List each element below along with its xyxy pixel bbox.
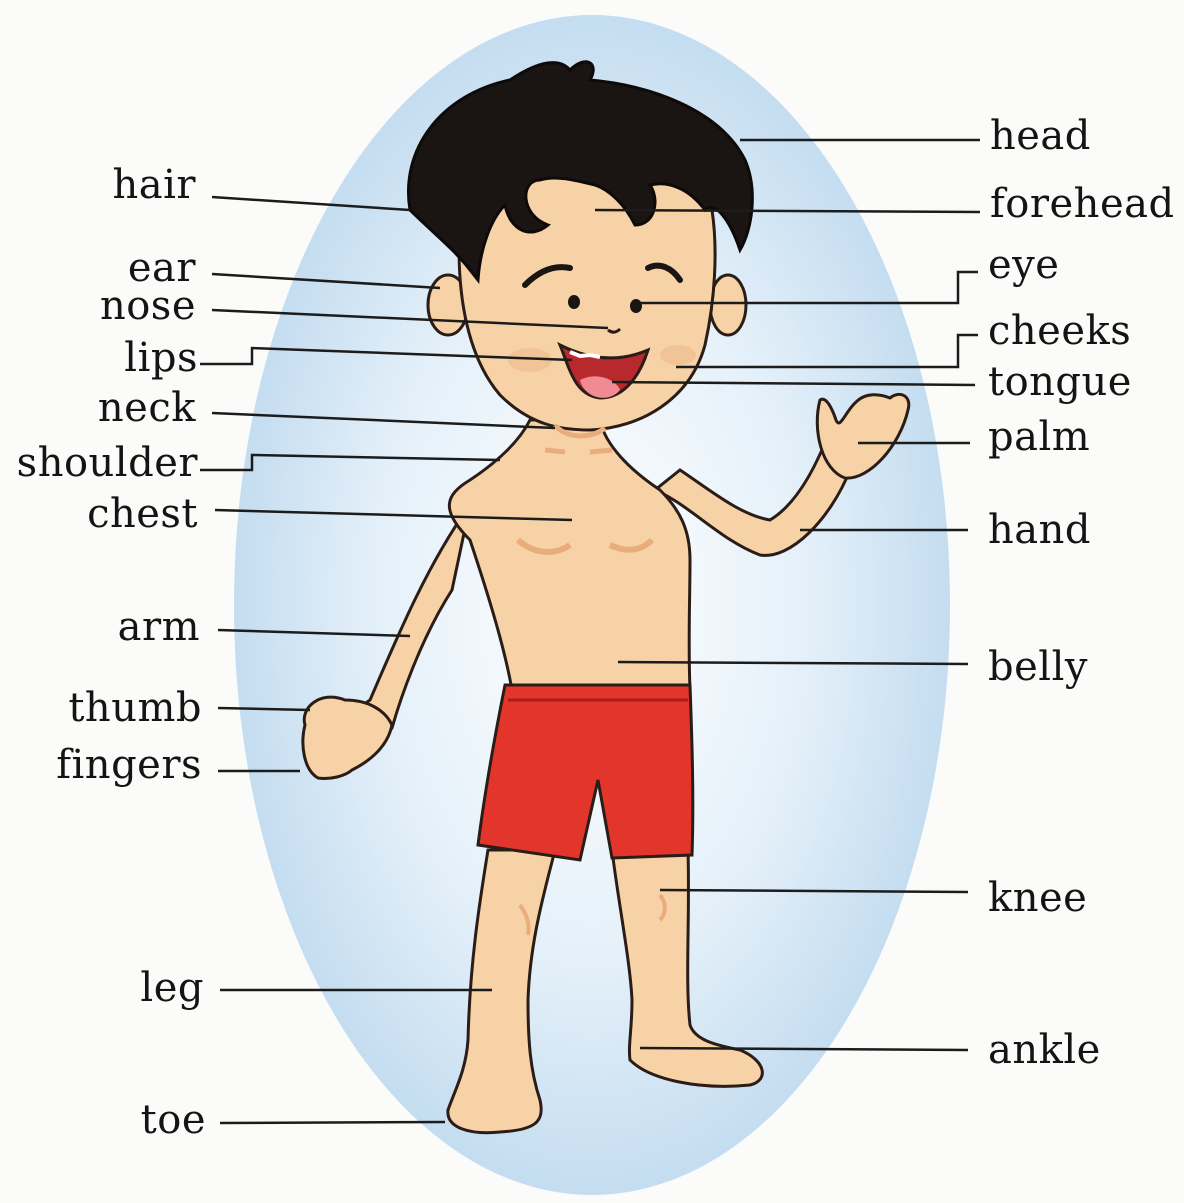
label-leg: leg	[140, 968, 204, 1008]
label-neck: neck	[98, 388, 196, 428]
label-hand: hand	[988, 510, 1091, 550]
label-chest: chest	[87, 494, 198, 534]
label-palm: palm	[988, 417, 1090, 457]
label-lips: lips	[124, 338, 198, 378]
leader-toe	[220, 1122, 445, 1123]
label-ear: ear	[128, 248, 196, 288]
label-thumb: thumb	[68, 688, 202, 728]
label-tongue: tongue	[988, 362, 1132, 402]
label-forehead: forehead	[990, 184, 1175, 224]
label-shoulder: shoulder	[17, 443, 198, 483]
label-head: head	[990, 116, 1091, 156]
label-arm: arm	[118, 607, 200, 647]
label-hair: hair	[112, 165, 196, 205]
label-nose: nose	[100, 286, 196, 326]
right-eye	[630, 299, 642, 313]
label-ankle: ankle	[988, 1030, 1101, 1070]
label-knee: knee	[988, 878, 1087, 918]
label-toe: toe	[141, 1100, 206, 1140]
shorts	[478, 685, 693, 860]
label-belly: belly	[988, 647, 1088, 687]
left-eye	[568, 295, 580, 309]
label-eye: eye	[988, 245, 1059, 285]
label-fingers: fingers	[56, 745, 202, 785]
label-cheeks: cheeks	[988, 311, 1131, 351]
